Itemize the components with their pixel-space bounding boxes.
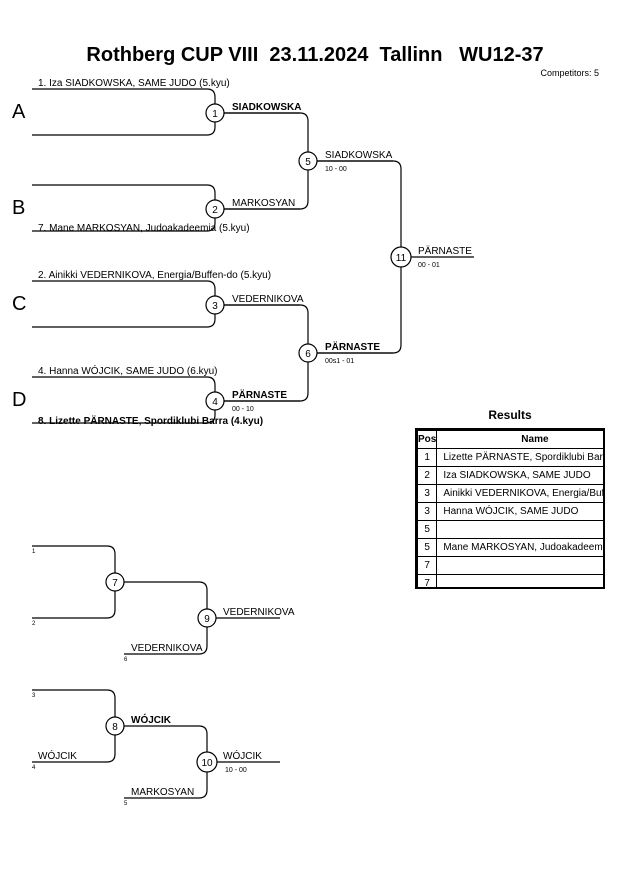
repechage-entry-4: WÓJCIK xyxy=(38,749,77,762)
result-name: Ainikki VEDERNIKOVA, Energia/Buffen-do xyxy=(436,484,603,503)
match-2-node[interactable]: 2 xyxy=(205,199,225,219)
section-label-d: D xyxy=(12,389,27,411)
table-row: 7 xyxy=(417,556,603,575)
match-7-lines xyxy=(32,545,116,619)
match-4-score: 00 - 10 xyxy=(232,406,254,413)
entry-4: 4. Hanna WÓJCIK, SAME JUDO (6.kyu) xyxy=(38,364,218,377)
competitors-count: Competitors: 5 xyxy=(540,68,599,78)
match-11-lines xyxy=(317,160,402,354)
match-7-number: 7 xyxy=(112,578,118,589)
entry-7: 7. Mane MARKOSYAN, Judoakadeemia (5.kyu) xyxy=(38,223,250,234)
match-3-lines xyxy=(32,280,216,328)
match-11-winner: PÄRNASTE xyxy=(418,245,472,257)
result-pos: 3 xyxy=(417,502,438,521)
match-2-number: 2 xyxy=(212,205,218,216)
match-3-winner: VEDERNIKOVA xyxy=(232,294,304,305)
match-10-score: 10 - 00 xyxy=(225,767,247,774)
match-6-lines xyxy=(224,304,309,402)
entry-1: 1. Iza SIADKOWSKA, SAME JUDO (5.kyu) xyxy=(38,78,230,89)
results-title: Results xyxy=(488,408,532,422)
result-name: Lizette PÄRNASTE, Spordiklubi Barra xyxy=(436,448,603,467)
result-name: Iza SIADKOWSKA, SAME JUDO xyxy=(436,466,603,485)
match-4-winner: PÄRNASTE xyxy=(232,388,287,401)
header-pos: Pos xyxy=(417,430,438,449)
match-6-number: 6 xyxy=(305,349,311,360)
repechage-entry-6: VEDERNIKOVA xyxy=(131,643,203,654)
repechage-slot-4: 4 xyxy=(32,765,36,771)
match-6-node[interactable]: 6 xyxy=(298,343,318,363)
result-pos: 7 xyxy=(417,574,438,587)
result-pos: 3 xyxy=(417,484,438,503)
match-5-number: 5 xyxy=(305,157,311,168)
result-name: Hanna WÓJCIK, SAME JUDO xyxy=(436,502,603,521)
match-10-node[interactable]: 10 xyxy=(196,751,218,773)
match-10-winner: WÓJCIK xyxy=(223,749,262,762)
match-4-number: 4 xyxy=(212,397,218,408)
match-5-winner: SIADKOWSKA xyxy=(325,150,393,161)
section-label-a: A xyxy=(12,101,26,123)
match-1-winner: SIADKOWSKA xyxy=(232,102,301,113)
match-5-lines xyxy=(224,112,309,210)
match-11-node[interactable]: 11 xyxy=(390,246,412,268)
match-11-number: 11 xyxy=(396,253,407,264)
match-7-node[interactable]: 7 xyxy=(105,572,125,592)
match-9-winner: VEDERNIKOVA xyxy=(223,607,295,618)
match-circles: 1 2 3 4 5 6 11 7 8 9 10 xyxy=(105,103,412,773)
repechage-entry-5: MARKOSYAN xyxy=(131,787,194,798)
results-header-row: Pos Name xyxy=(417,430,603,449)
repechage-slot-1: 1 xyxy=(32,549,36,555)
entry-2: 2. Ainikki VEDERNIKOVA, Energia/Buffen-d… xyxy=(38,270,271,281)
table-row: 5 xyxy=(417,520,603,539)
section-label-c: C xyxy=(12,293,27,315)
result-pos: 2 xyxy=(417,466,438,485)
match-3-number: 3 xyxy=(212,301,218,312)
repechage-slot-5: 5 xyxy=(124,801,128,807)
match-1-lines xyxy=(32,88,216,136)
result-name: Mane MARKOSYAN, Judoakadeemia xyxy=(436,538,603,557)
repechage-slot-2: 2 xyxy=(32,621,36,627)
entry-8: 8. Lizette PÄRNASTE, Spordiklubi Barra (… xyxy=(38,414,263,427)
match-5-score: 10 - 00 xyxy=(325,166,347,173)
page-title: Rothberg CUP VIII 23.11.2024 Tallinn WU1… xyxy=(86,44,544,66)
match-6-score: 00s1 - 01 xyxy=(325,358,354,365)
repechage-slot-3: 3 xyxy=(32,693,36,699)
result-pos: 1 xyxy=(417,448,438,467)
result-pos: 7 xyxy=(417,556,438,575)
result-pos: 5 xyxy=(417,538,438,557)
result-pos: 5 xyxy=(417,520,438,539)
match-4-node[interactable]: 4 xyxy=(205,391,225,411)
match-9-number: 9 xyxy=(204,614,210,625)
match-8-winner: WÓJCIK xyxy=(131,713,172,726)
match-11-score: 00 - 01 xyxy=(418,262,440,269)
result-name xyxy=(436,574,603,587)
match-10-number: 10 xyxy=(201,758,213,769)
section-label-b: B xyxy=(12,197,26,219)
header-name: Name xyxy=(436,430,603,449)
match-8-node[interactable]: 8 xyxy=(105,716,125,736)
match-3-node[interactable]: 3 xyxy=(205,295,225,315)
match-9-node[interactable]: 9 xyxy=(197,608,217,628)
table-row: 7 xyxy=(417,574,603,587)
match-6-winner: PÄRNASTE xyxy=(325,340,380,353)
match-5-node[interactable]: 5 xyxy=(298,151,318,171)
match-1-number: 1 xyxy=(212,109,218,120)
match-2-winner: MARKOSYAN xyxy=(232,198,295,209)
match-1-node[interactable]: 1 xyxy=(205,103,225,123)
match-8-number: 8 xyxy=(112,722,118,733)
repechage-slot-6: 6 xyxy=(124,657,128,663)
result-name xyxy=(436,556,603,575)
result-name xyxy=(436,520,603,539)
